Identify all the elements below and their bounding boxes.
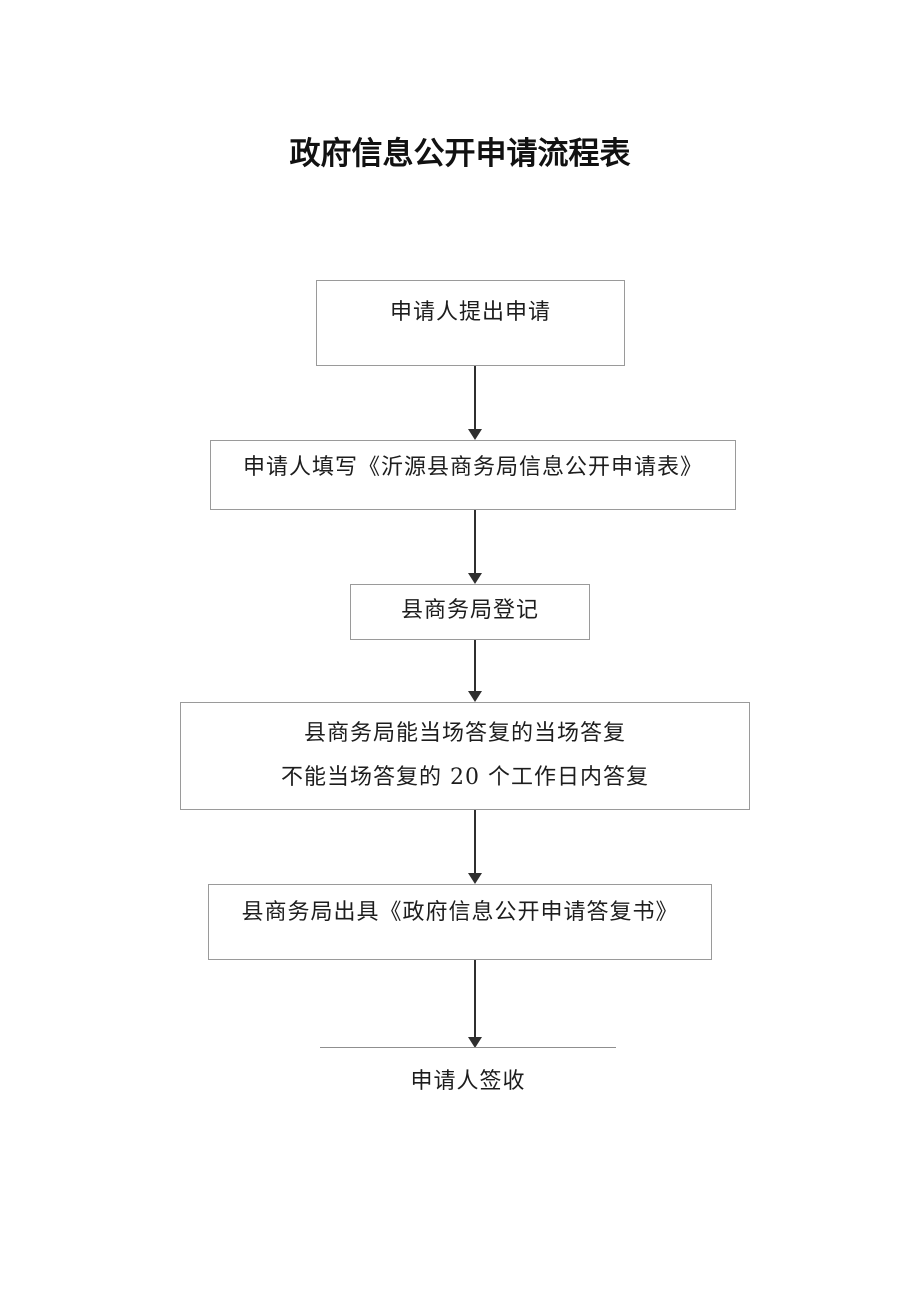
arrow-stem [474,510,476,573]
flow-node-bureau-registration: 县商务局登记 [350,584,590,640]
flow-node-label-line-2: 不能当场答复的 20 个工作日内答复 [281,765,649,790]
connector-arrow-down [468,640,483,702]
arrow-head-icon [468,691,482,702]
arrow-head-icon [468,1037,482,1048]
flow-node-label: 申请人签收 [410,1069,526,1094]
arrow-stem [474,960,476,1037]
flow-node-label: 申请人填写《沂源县商务局信息公开申请表》 [242,455,703,480]
arrow-head-icon [468,573,482,584]
arrow-stem [474,810,476,873]
arrow-head-icon [468,429,482,440]
flow-node-label: 县商务局登记 [400,598,539,623]
flow-node-applicant-submits: 申请人提出申请 [316,280,625,366]
flow-node-issue-reply-letter: 县商务局出具《政府信息公开申请答复书》 [208,884,712,960]
connector-arrow-down [468,810,483,884]
arrow-head-icon [468,873,482,884]
flow-node-label-line-1: 县商务局能当场答复的当场答复 [303,721,626,746]
connector-arrow-down [468,366,483,440]
connector-arrow-down [468,510,483,584]
flow-node-label: 申请人提出申请 [389,300,551,325]
flow-node-label: 县商务局出具《政府信息公开申请答复书》 [241,900,679,925]
flow-node-fill-application-form: 申请人填写《沂源县商务局信息公开申请表》 [210,440,736,510]
flow-node-applicant-receipt: 申请人签收 [320,1047,616,1097]
horizontal-rule [320,1047,616,1048]
page-title: 政府信息公开申请流程表 [289,136,631,172]
flow-node-reply-timeline: 县商务局能当场答复的当场答复 不能当场答复的 20 个工作日内答复 [180,702,750,810]
arrow-stem [474,640,476,691]
arrow-stem [474,366,476,429]
connector-arrow-down [468,960,483,1048]
